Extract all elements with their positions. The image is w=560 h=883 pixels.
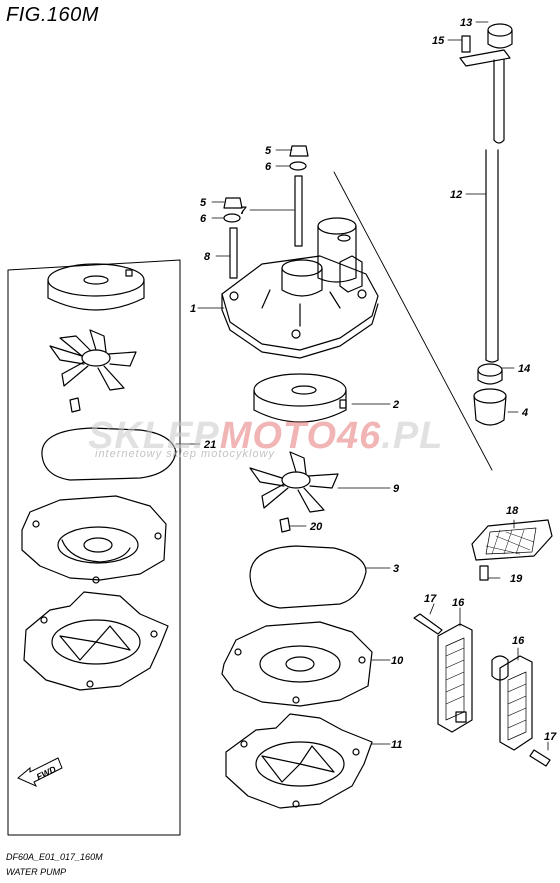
part-o-ring (249, 545, 367, 609)
part-label: 5 (200, 197, 207, 209)
part-grille (471, 519, 553, 561)
figure-title: FIG.160M (6, 4, 99, 26)
part-label: 4 (521, 407, 528, 419)
part-label: 14 (518, 363, 530, 375)
part-nut-upper (289, 145, 309, 157)
part-bolt-bracket (459, 35, 511, 67)
part-label: 11 (391, 739, 402, 751)
part-stud-short (229, 227, 238, 279)
assembly-line (333, 171, 493, 471)
kit-outline (7, 259, 181, 836)
part-label: 16 (512, 635, 525, 647)
part-label: 20 (309, 521, 323, 533)
part-label: 17 (544, 731, 557, 743)
part-water-tube (485, 59, 505, 363)
kit-plate (21, 495, 167, 584)
kit-o-ring (41, 427, 177, 481)
leader-lines (175, 21, 549, 751)
watermark-part-b: MOTO46 (219, 415, 382, 457)
part-tube-guide (473, 388, 507, 426)
watermark: SKLEPMOTO46.PL (88, 415, 443, 458)
part-label: 2 (392, 399, 399, 411)
footer-name: WATER PUMP (6, 867, 67, 877)
part-strainer-left (437, 623, 473, 733)
part-washer-lower (223, 213, 241, 223)
footer-code: DF60A_E01_017_160M (6, 852, 103, 862)
part-labels: 1 2 3 4 5 5 6 6 7 8 9 10 11 12 13 14 15 … (190, 17, 557, 751)
watermark-part-c: .PL (381, 415, 444, 457)
part-label: 19 (510, 573, 523, 585)
part-label: 13 (460, 17, 472, 29)
watermark-part-a: SKLEP (88, 415, 220, 457)
part-label: 8 (204, 251, 211, 263)
part-washer-upper (289, 161, 307, 171)
part-screw-17-left (413, 613, 443, 635)
part-grommet (487, 23, 513, 49)
part-label: 17 (424, 593, 437, 605)
watermark-subtitle: internetowy sklep motocyklowy (95, 448, 276, 460)
part-screw-19 (479, 565, 489, 581)
forward-arrow-icon: FWD (17, 757, 63, 788)
part-stud-long (294, 175, 303, 247)
part-plate (221, 621, 373, 707)
part-pump-case (221, 217, 379, 359)
part-label: 7 (240, 205, 247, 217)
part-impeller-liner (253, 373, 347, 423)
part-label: 21 (203, 439, 216, 451)
part-label: 3 (393, 563, 399, 575)
part-seal (477, 363, 503, 385)
part-label: 5 (265, 145, 272, 157)
part-label: 6 (265, 161, 272, 173)
kit-gasket (23, 591, 169, 691)
part-label: 10 (391, 655, 404, 667)
kit-key (69, 397, 81, 413)
part-label: 15 (432, 35, 445, 47)
part-label: 1 (190, 303, 196, 315)
part-label: 6 (200, 213, 207, 225)
part-impeller (249, 451, 339, 513)
kit-impeller-liner (47, 263, 145, 311)
part-nut-lower (223, 197, 243, 209)
part-label: 12 (450, 189, 462, 201)
part-label: 18 (506, 505, 519, 517)
part-key (279, 517, 291, 533)
part-label: 16 (452, 597, 465, 609)
part-strainer-right (491, 655, 533, 751)
kit-impeller (49, 329, 137, 391)
part-screw-17-right (529, 749, 551, 767)
part-label: 9 (393, 483, 400, 495)
part-gasket (225, 713, 373, 809)
